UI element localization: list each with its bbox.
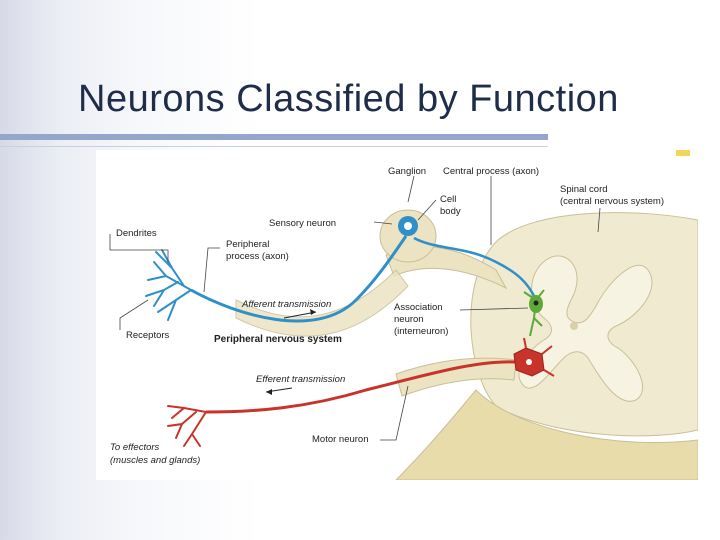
label-association-3: (interneuron) [394, 326, 448, 337]
label-cell-body-2: body [440, 206, 461, 217]
label-association-2: neuron [394, 314, 424, 325]
leader-lines [109, 175, 601, 441]
title-rule-line [0, 146, 548, 147]
leader-peripheral [203, 247, 220, 293]
label-spinal-cord-2: (central nervous system) [560, 196, 664, 207]
sensory-dendrites [145, 249, 192, 321]
label-sensory-neuron: Sensory neuron [269, 218, 336, 229]
label-cell-body-1: Cell [440, 194, 456, 205]
association-neuron [523, 289, 545, 337]
title-rule [0, 134, 548, 140]
motor-dendrites [523, 337, 555, 377]
label-peripheral-process-2: process (axon) [226, 251, 289, 262]
motor-axon [205, 360, 517, 414]
spinal-cord-column [395, 389, 698, 480]
interneuron-processes [523, 289, 545, 337]
afferent-arrow [283, 311, 317, 319]
label-receptors: Receptors [126, 330, 170, 341]
central-canal [570, 322, 578, 330]
label-motor-neuron: Motor neuron [312, 434, 369, 445]
ventral-root [395, 357, 517, 397]
accent-mark [676, 150, 690, 156]
label-pns: Peripheral nervous system [214, 334, 342, 345]
label-association-1: Association [394, 302, 443, 313]
slide-title: Neurons Classified by Function [78, 78, 619, 120]
label-peripheral-process-1: Peripheral [226, 239, 269, 250]
label-effectors-2: (muscles and glands) [110, 455, 200, 466]
sensory-nucleus [404, 222, 412, 230]
label-effectors-1: To effectors [110, 442, 160, 453]
neuron-diagram: Ganglion Central process (axon) Spinal c… [96, 150, 698, 480]
label-efferent: Efferent transmission [256, 374, 345, 385]
sensory-neuron [145, 216, 538, 323]
sensory-central-axon [413, 236, 538, 301]
motor-terminals [167, 405, 207, 447]
motor-neuron [167, 337, 555, 447]
interneuron-nucleus [533, 300, 539, 306]
leader-motor [380, 385, 409, 441]
label-dendrites: Dendrites [116, 228, 157, 239]
sensory-peripheral-axon [190, 235, 408, 323]
leader-sensory [373, 221, 393, 225]
label-afferent: Afferent transmission [241, 299, 331, 310]
leader-dendrites [109, 234, 169, 262]
leader-cell-body [417, 199, 437, 221]
label-spinal-cord-1: Spinal cord [560, 184, 608, 195]
leader-ganglion [407, 175, 415, 203]
afferent-arrowhead [310, 309, 316, 315]
motor-nucleus [526, 359, 532, 365]
leader-spinal-cord [597, 207, 601, 233]
neuron-diagram-svg: Ganglion Central process (axon) Spinal c… [109, 150, 698, 480]
leader-receptors [119, 299, 149, 330]
label-ganglion: Ganglion [388, 166, 426, 177]
label-central-process: Central process (axon) [443, 166, 539, 177]
efferent-arrowhead [266, 389, 272, 395]
leader-association [459, 307, 529, 311]
